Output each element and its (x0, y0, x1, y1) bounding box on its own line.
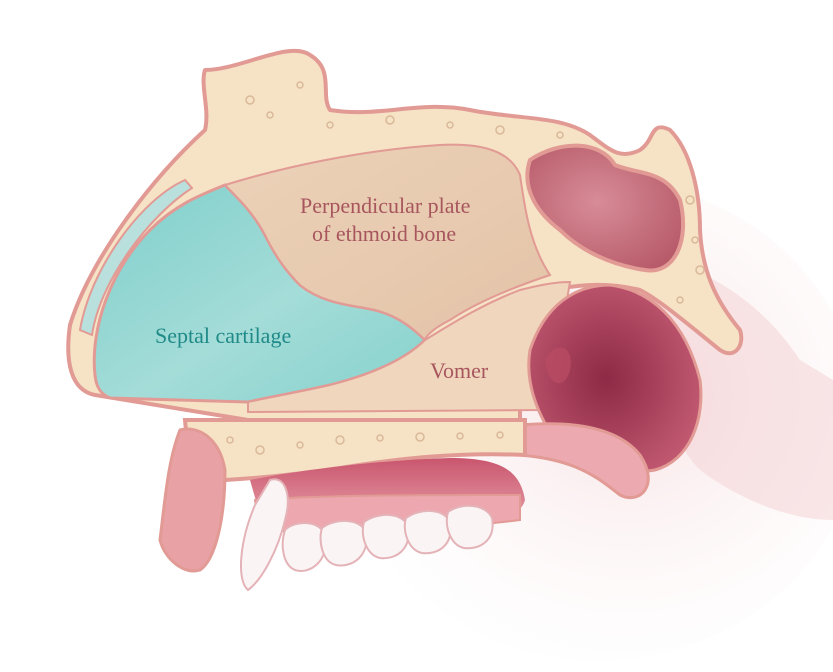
teeth (239, 478, 494, 592)
molar-tooth-5 (445, 504, 494, 550)
incisor-tooth (239, 478, 289, 592)
bone-texture-dots (226, 81, 705, 455)
nasal-bridge-strip (78, 178, 194, 337)
sphenoid-sinus (525, 143, 686, 273)
soft-palate (518, 422, 650, 500)
eustachian-fold (545, 347, 571, 384)
label-septal-cartilage: Septal cartilage (155, 323, 291, 348)
upper-lip (158, 427, 227, 573)
molar-tooth-1 (281, 522, 327, 572)
label-vomer: Vomer (430, 358, 489, 383)
molar-tooth-2 (319, 520, 368, 567)
vomer (247, 280, 572, 414)
perpendicular-plate-ethmoid (223, 143, 552, 343)
posterior-soft-tissue (620, 250, 833, 520)
molar-tooth-3 (361, 514, 410, 560)
label-perpendicular-plate-line2: of ethmoid bone (312, 221, 456, 246)
label-perpendicular-plate-line1: Perpendicular plate (300, 193, 470, 218)
molar-tooth-4 (403, 510, 452, 555)
